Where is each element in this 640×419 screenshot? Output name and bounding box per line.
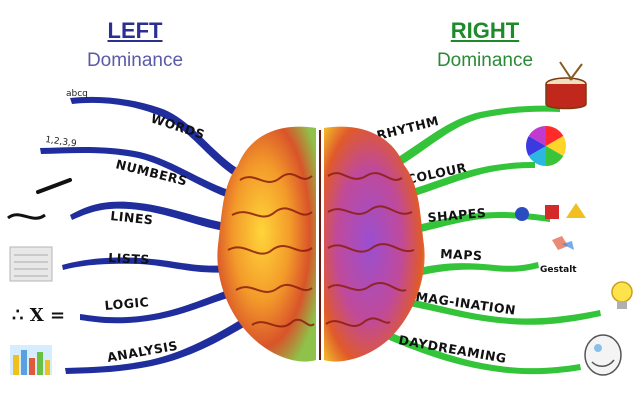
branch-analysis: [65, 320, 244, 374]
bar-chart-icon: [10, 345, 52, 375]
pen-line-icon: [7, 178, 72, 220]
branch-label-maps: MAPS: [440, 246, 483, 263]
left-branches: WORDS NUMBERS LINES LISTS LOGIC ANALYSIS…: [7, 89, 250, 375]
branch-imagination: [403, 298, 601, 325]
list-sheet-icon: [9, 246, 53, 282]
branch-label-shapes: SHAPES: [427, 205, 487, 225]
drum-icon: [545, 61, 587, 110]
daydreamer-icon: [584, 334, 622, 376]
numbers-sample-text: 1,2,3,9: [45, 135, 78, 149]
branch-label-lists: LISTS: [108, 250, 150, 267]
right-subtitle: Dominance: [436, 50, 534, 71]
branch-lists: [62, 257, 230, 273]
words-sample-text: abcq: [66, 89, 88, 99]
left-title: LEFT: [107, 18, 163, 43]
brain-left-hemisphere: [217, 126, 316, 362]
branch-lines: [70, 201, 238, 233]
colour-wheel-icon: [526, 126, 566, 166]
light-bulb-icon: [611, 281, 633, 309]
branch-label-lines: LINES: [110, 208, 154, 227]
branch-rhythm: [385, 105, 560, 172]
branch-daydreaming: [382, 330, 581, 375]
right-title: RIGHT: [450, 18, 520, 43]
left-subtitle: Dominance: [86, 50, 184, 71]
brain-right-hemisphere: [324, 126, 425, 362]
branch-label-logic: LOGIC: [104, 294, 150, 313]
map-gestalt-icon: Gestalt: [540, 236, 577, 275]
branch-maps: [412, 262, 539, 277]
branch-shapes: [405, 212, 550, 235]
left-dominance-header: LEFT Dominance: [25, 18, 245, 72]
branch-words: [70, 96, 250, 182]
brain-illustration: [217, 126, 425, 362]
logic-symbols: ∴ X =: [12, 305, 65, 326]
branch-label-words: WORDS: [149, 111, 207, 143]
right-dominance-header: RIGHT Dominance: [375, 18, 595, 72]
shapes-icon: [515, 203, 586, 221]
gestalt-label: Gestalt: [540, 265, 577, 275]
branch-numbers: [40, 146, 245, 203]
branch-logic: [80, 290, 231, 324]
